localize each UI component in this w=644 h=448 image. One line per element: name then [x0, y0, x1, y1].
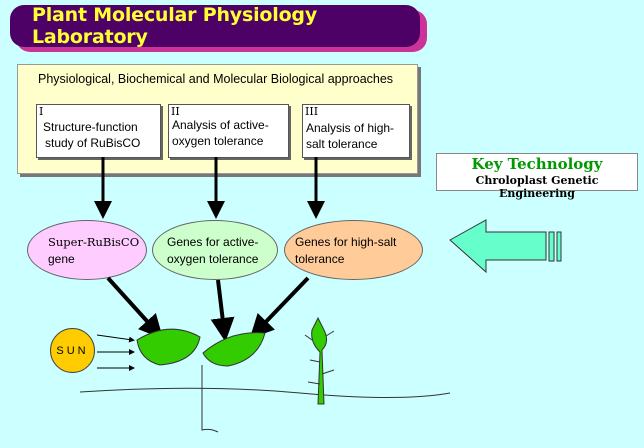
approach-numeral: II [171, 105, 180, 118]
approach-line: salt tolerance [306, 137, 378, 151]
gene-ellipse-super-rubisco: Super-RuBisCO gene [27, 220, 147, 280]
mature-plant [311, 316, 328, 405]
seedling-leaf-right [202, 332, 266, 367]
arrow-oxygen-to-plant [210, 279, 235, 342]
approach-text: Analysis of active- oxygen tolerance [172, 117, 269, 149]
gene-line: Genes for active- [167, 235, 259, 249]
approach-text: Structure-function study of RuBisCO [43, 119, 140, 151]
seedling-leaf-left [136, 328, 201, 366]
key-arrow-bar [548, 231, 555, 262]
gene-line: oxygen tolerance [167, 252, 259, 266]
approach-line: Structure-function [43, 120, 138, 134]
approach-line: Analysis of high- [306, 121, 395, 135]
approaches-heading: Physiological, Biochemical and Molecular… [38, 72, 394, 86]
approach-box-high-salt: III Analysis of high- salt tolerance [302, 104, 410, 158]
ground-line [79, 387, 451, 398]
approach-line: oxygen tolerance [172, 134, 264, 148]
gene-ellipse-active-oxygen: Genes for active- oxygen tolerance [152, 220, 278, 280]
gene-line: tolerance [295, 252, 345, 266]
sun-icon: SUN [50, 328, 95, 373]
seedling-stem [201, 365, 219, 433]
approach-box-active-oxygen: II Analysis of active- oxygen tolerance [168, 104, 289, 158]
key-technology-box: Key Technology Chroloplast Genetic Engin… [436, 153, 638, 200]
approach-numeral: III [305, 105, 319, 118]
arrow-salt-to-plant [249, 276, 310, 339]
approach-numeral: I [39, 105, 44, 118]
key-technology-arrow [449, 219, 547, 274]
gene-line: gene [48, 252, 75, 266]
title-banner: Plant Molecular Physiology Laboratory [10, 4, 420, 48]
gene-line: Genes for high-salt [295, 235, 397, 249]
page-title: Plant Molecular Physiology Laboratory [32, 4, 318, 48]
key-arrow-bar [556, 231, 562, 262]
approach-box-rubisco: I Structure-function study of RuBisCO [36, 104, 161, 158]
key-technology-subtitle: Chroloplast Genetic Engineering [475, 174, 599, 200]
key-technology-title: Key Technology [471, 155, 603, 173]
sun-ray [96, 334, 135, 343]
arrow-rubisco-to-plant [106, 276, 164, 339]
approach-text: Analysis of high- salt tolerance [306, 120, 394, 152]
approach-line: study of RuBisCO [45, 136, 141, 150]
mature-plant-leaves [304, 330, 335, 385]
approach-line: Analysis of active- [172, 118, 269, 132]
gene-line: Super-RuBisCO [48, 235, 140, 249]
gene-ellipse-high-salt: Genes for high-salt tolerance [284, 220, 423, 280]
